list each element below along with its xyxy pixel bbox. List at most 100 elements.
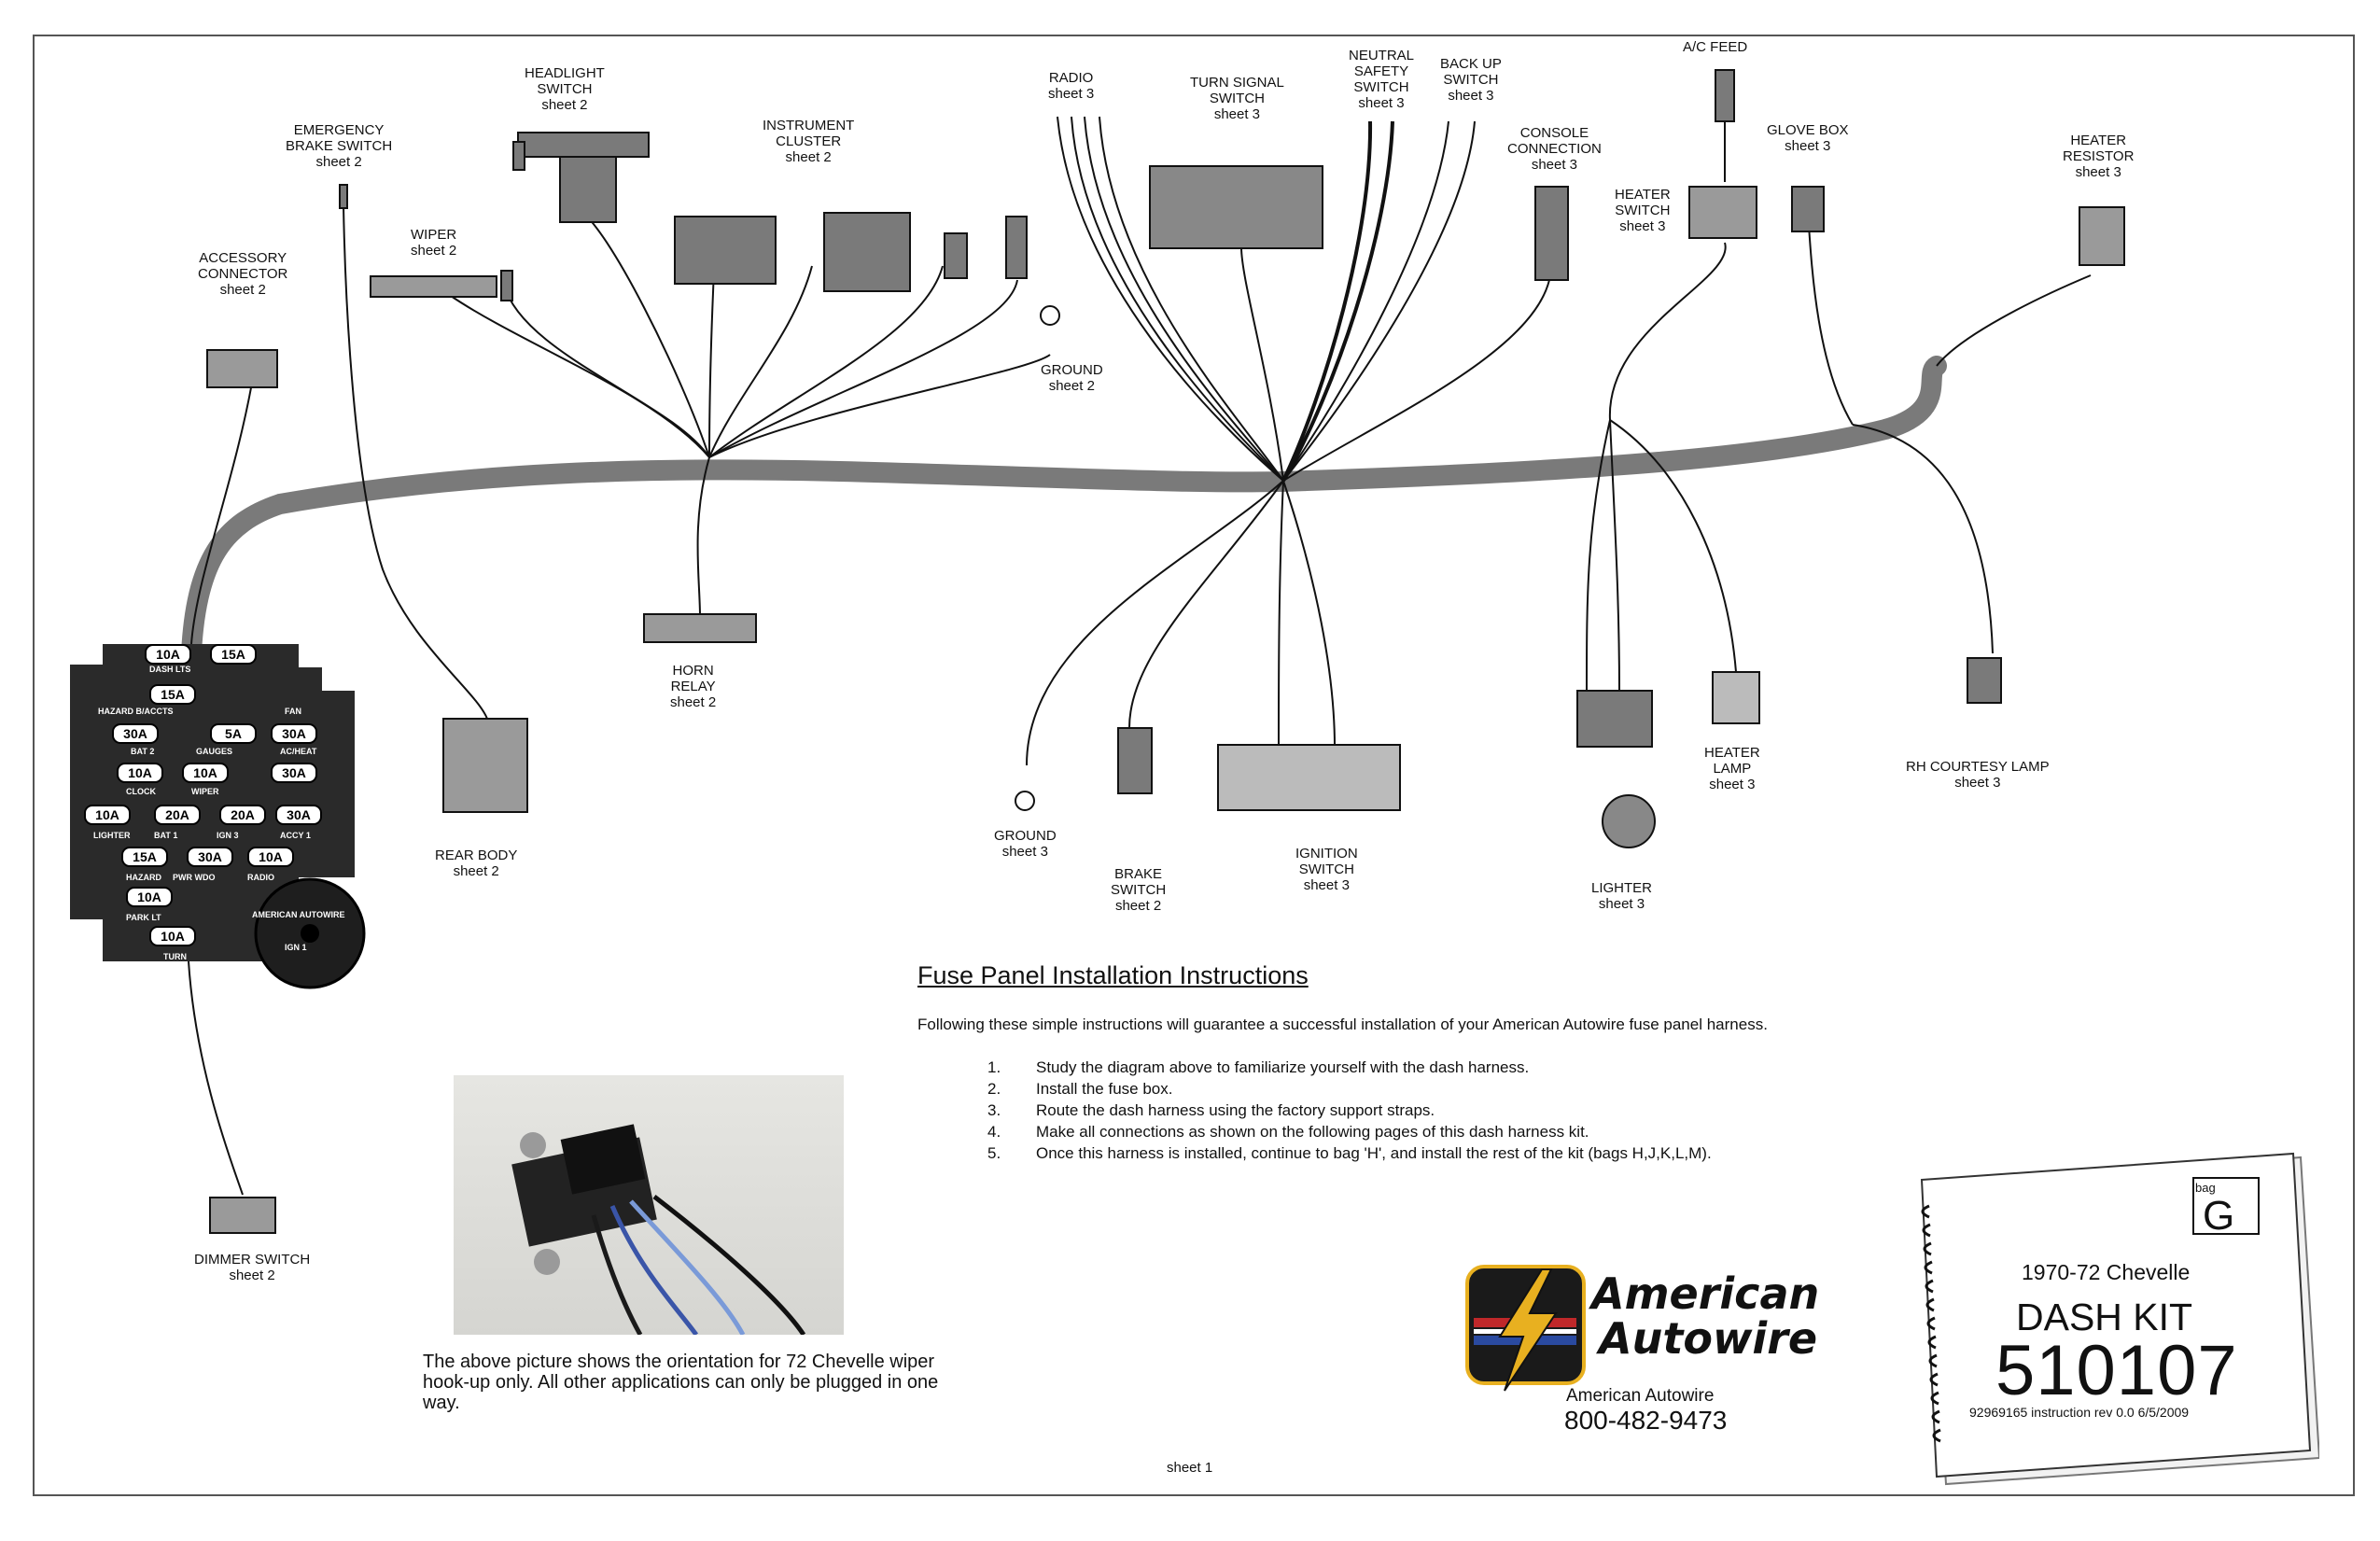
fuse-circuit-label: PARK LT <box>126 913 161 922</box>
lighter-connector <box>1576 690 1656 848</box>
fuse-circuit-label: IGN 1 <box>285 943 307 952</box>
glove-box-connector <box>1791 186 1825 232</box>
fuse-circuit-label: WIPER <box>191 787 219 796</box>
photo-caption: The above picture shows the orientation … <box>423 1352 939 1413</box>
fuse: 10A <box>149 926 196 946</box>
step-item: 5.Once this harness is installed, contin… <box>987 1144 1712 1162</box>
wiper-aux-connector <box>500 270 513 301</box>
heater-switch-connector <box>1688 186 1757 239</box>
diagram-frame <box>33 35 2355 1496</box>
fuse-circuit-label: LIGHTER <box>93 831 131 840</box>
fuse-circuit-label: AC/HEAT <box>280 747 317 756</box>
instructions-steps: 1.Study the diagram above to familiarize… <box>987 1057 1712 1164</box>
headlight-switch-connector <box>512 132 650 223</box>
heater-lamp-connector <box>1712 671 1760 724</box>
fuse: 10A <box>117 763 163 783</box>
dimmer-switch-connector <box>209 1197 276 1234</box>
fuse: 10A <box>182 763 229 783</box>
instructions-intro: Following these simple instructions will… <box>917 1016 1768 1033</box>
step-item: 1.Study the diagram above to familiarize… <box>987 1058 1530 1076</box>
fuse-circuit-label: AMERICAN AUTOWIRE <box>252 910 345 919</box>
fuse: 10A <box>126 887 173 907</box>
horn-relay-connector <box>643 613 757 643</box>
fuse: 15A <box>121 847 168 867</box>
ground-2-ring <box>1040 305 1060 326</box>
fuse-circuit-label: IGN 3 <box>217 831 239 840</box>
fuse-circuit-label: HAZARD <box>126 873 161 882</box>
fuse-circuit-label: BAT 2 <box>131 747 155 756</box>
instrument-cluster-connector-d <box>1005 216 1028 279</box>
fuse-circuit-label: HAZARD B/ACCTS <box>98 707 174 716</box>
booklet-bag-label: bag <box>2195 1181 2216 1195</box>
american-autowire-logo: American Autowire <box>1463 1262 1845 1393</box>
fuse-circuit-label: TURN <box>163 952 187 961</box>
fuse-circuit-label: BAT 1 <box>154 831 178 840</box>
company-phone: 800-482-9473 <box>1564 1406 1728 1435</box>
wiper-hookup-photo <box>454 1075 844 1335</box>
ac-feed-connector <box>1715 69 1735 122</box>
fuse: 30A <box>275 805 322 825</box>
fuse: 10A <box>145 644 191 665</box>
booklet-kit-name: DASH KIT <box>2016 1296 2193 1338</box>
booklet-revision: 92969165 instruction rev 0.0 6/5/2009 <box>1969 1405 2190 1420</box>
rh-courtesy-lamp-connector <box>1967 657 2002 704</box>
fuse: 10A <box>247 847 294 867</box>
instrument-cluster-connector-a <box>674 216 777 285</box>
kit-booklet <box>1920 1152 2319 1486</box>
step-item: 3.Route the dash harness using the facto… <box>987 1101 1435 1119</box>
ignition-switch-connector <box>1217 744 1401 811</box>
fuse: 5A <box>210 723 257 744</box>
console-connection-connector <box>1534 186 1569 281</box>
fuse: 10A <box>84 805 131 825</box>
fuse: 15A <box>210 644 257 665</box>
instrument-cluster-connector-b <box>823 212 911 292</box>
step-item: 2.Install the fuse box. <box>987 1080 1173 1098</box>
step-item: 4.Make all connections as shown on the f… <box>987 1123 1589 1141</box>
fuse-circuit-label: DASH LTS <box>149 665 191 674</box>
ground-3-ring <box>1015 791 1035 811</box>
fuse: 20A <box>154 805 201 825</box>
accessory-connector <box>206 349 278 388</box>
fuse: 30A <box>112 723 159 744</box>
fuse: 15A <box>149 684 196 705</box>
fuse-circuit-label: RADIO <box>247 873 274 882</box>
instructions-title: Fuse Panel Installation Instructions <box>917 961 1309 989</box>
fuse-circuit-label: PWR WDO <box>173 873 216 882</box>
instrument-cluster-connector-c <box>944 232 968 279</box>
fuse-circuit-label: ACCY 1 <box>280 831 311 840</box>
fuse: 30A <box>271 723 317 744</box>
fuse: 20A <box>219 805 266 825</box>
booklet-model: 1970-72 Chevelle <box>2022 1260 2191 1284</box>
heater-resistor-connector <box>2079 206 2125 266</box>
fuse-circuit-label: GAUGES <box>196 747 233 756</box>
rear-body-connector <box>442 718 528 813</box>
sheet-number: sheet 1 <box>1167 1460 1213 1476</box>
booklet-bag-letter: G <box>2203 1193 2235 1239</box>
turn-signal-switch-connector <box>1149 165 1323 249</box>
fuse: 30A <box>271 763 317 783</box>
logo-wordmark: American Autowire <box>1591 1268 1820 1364</box>
company-name: American Autowire <box>1566 1386 1715 1406</box>
